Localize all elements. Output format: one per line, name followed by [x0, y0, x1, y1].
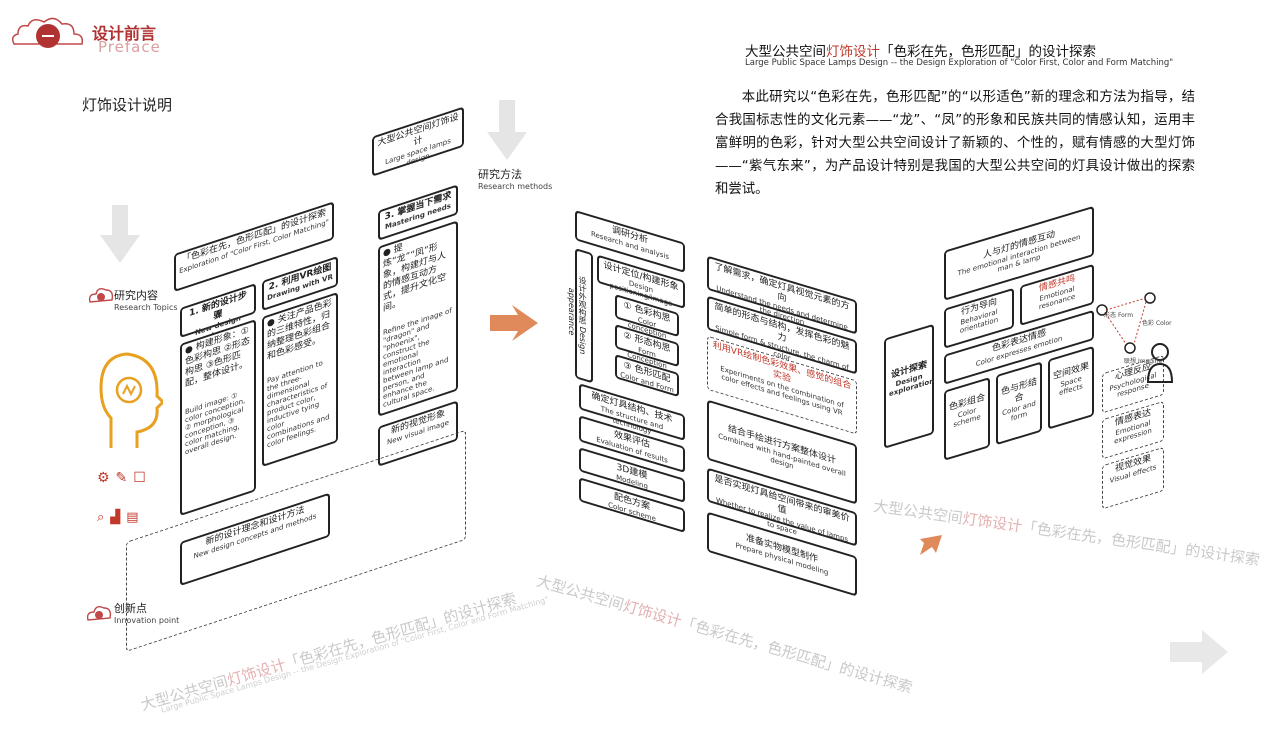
design-appearance-side: 设计外观构思 Design appearance [567, 248, 593, 384]
orange-arrow-icon [490, 305, 538, 341]
right-body-text: 本此研究以“色彩在先，色形匹配”的“以形适色”新的理念和方法为指导，结合我国标志… [715, 90, 1195, 197]
tool-icons-row: ⚙✎☐ [97, 470, 152, 486]
cloud-ornament-icon [11, 17, 84, 48]
icon-label-imagine: 联想 Imagine [1124, 358, 1163, 365]
column-box-1: ● 构建形象：①色彩构思 ②形态构思 ③色形匹配，整体设计。Build imag… [180, 319, 256, 517]
column-box-2: ● 关注产品色彩的三维特性，归纳整理色彩组合和色彩感受。Pay attentio… [262, 291, 338, 468]
grey-down-arrow-icon [487, 100, 527, 160]
right-title-en: Large Public Space Lamps Design -- the D… [745, 58, 1174, 68]
icon-label-color: 色彩 Color [1142, 320, 1172, 327]
grey-right-arrow-icon [1170, 630, 1228, 674]
grey-down-arrow-icon [100, 205, 140, 263]
orange-small-arrow-icon [920, 535, 942, 555]
section-title-en: Preface [98, 38, 161, 56]
right-title: 大型公共空间灯饰设计「色彩在先，色形匹配」的设计探索 [745, 44, 1096, 60]
cloud-swirl-icon [86, 605, 112, 621]
column-box-3: ● 提炼“龙”“凤”形象，构建灯与人的情感互动方式，提升文化空间。Refine … [378, 220, 458, 417]
section-title: 设计前言 [92, 24, 157, 43]
head-profile-icon [99, 352, 163, 448]
page-subtitle: 灯饰设计说明 [82, 96, 173, 114]
interaction-icons [1096, 292, 1174, 383]
chart-icons-row: ⌕▟▤ [97, 510, 145, 525]
cloud-swirl-icon [88, 287, 114, 303]
icon-label-form: 形态 Form [1104, 312, 1134, 319]
